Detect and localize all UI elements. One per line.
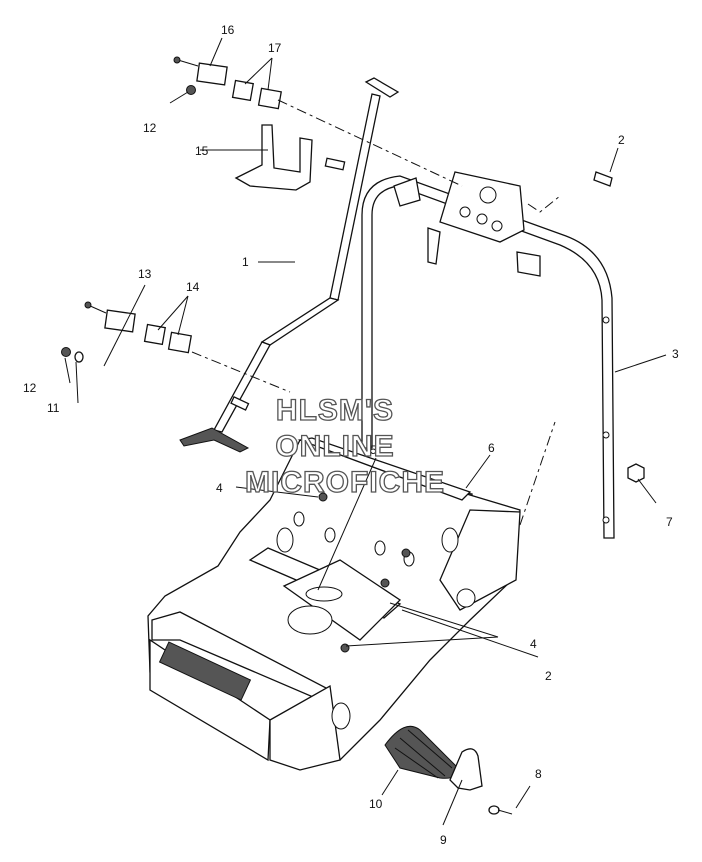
- callout-12-lower: 12: [23, 381, 37, 395]
- callout-15: 15: [195, 144, 209, 158]
- watermark: HLSM'S ONLINE MICROFICHE: [244, 393, 445, 499]
- callout-2-lower: 2: [545, 669, 552, 683]
- callout-5: 5: [370, 443, 377, 457]
- callout-17: 17: [268, 41, 282, 55]
- lower-clamp-assembly: [61, 301, 192, 363]
- callout-4-left: 4: [216, 481, 223, 495]
- callout-2-upper: 2: [618, 133, 625, 147]
- frame-chassis: [147, 437, 521, 771]
- upper-clamp-assembly: [173, 56, 313, 191]
- callout-13: 13: [138, 267, 152, 281]
- callout-1: 1: [242, 255, 249, 269]
- handlebar-support-loop: [361, 171, 615, 539]
- callout-4-right: 4: [530, 637, 537, 651]
- watermark-line-2: ONLINE: [275, 430, 394, 463]
- rivet-right: [488, 805, 513, 815]
- callout-16: 16: [221, 23, 235, 37]
- callout-10: 10: [369, 797, 383, 811]
- cover-plate: [449, 748, 483, 791]
- bolt-upper-right: [593, 171, 613, 187]
- watermark-line-1: HLSM'S: [276, 394, 394, 427]
- callout-11: 11: [47, 401, 60, 415]
- callouts: 1 2 2 3 4 4 5 6 7 8 9 10 11 12 12 13 14 …: [23, 23, 679, 847]
- callout-8: 8: [535, 767, 542, 781]
- callout-7: 7: [666, 515, 673, 529]
- callout-3: 3: [672, 347, 679, 361]
- callout-14: 14: [186, 280, 200, 294]
- assembly-lines: [191, 99, 561, 526]
- leader-lines: [64, 37, 667, 826]
- callout-6: 6: [488, 441, 495, 455]
- watermark-line-3: MICROFICHE: [245, 466, 445, 499]
- nut-right: [627, 463, 645, 483]
- callout-9: 9: [440, 833, 447, 847]
- callout-12-upper: 12: [143, 121, 157, 135]
- grommet: [384, 725, 459, 779]
- steering-post: [179, 77, 400, 453]
